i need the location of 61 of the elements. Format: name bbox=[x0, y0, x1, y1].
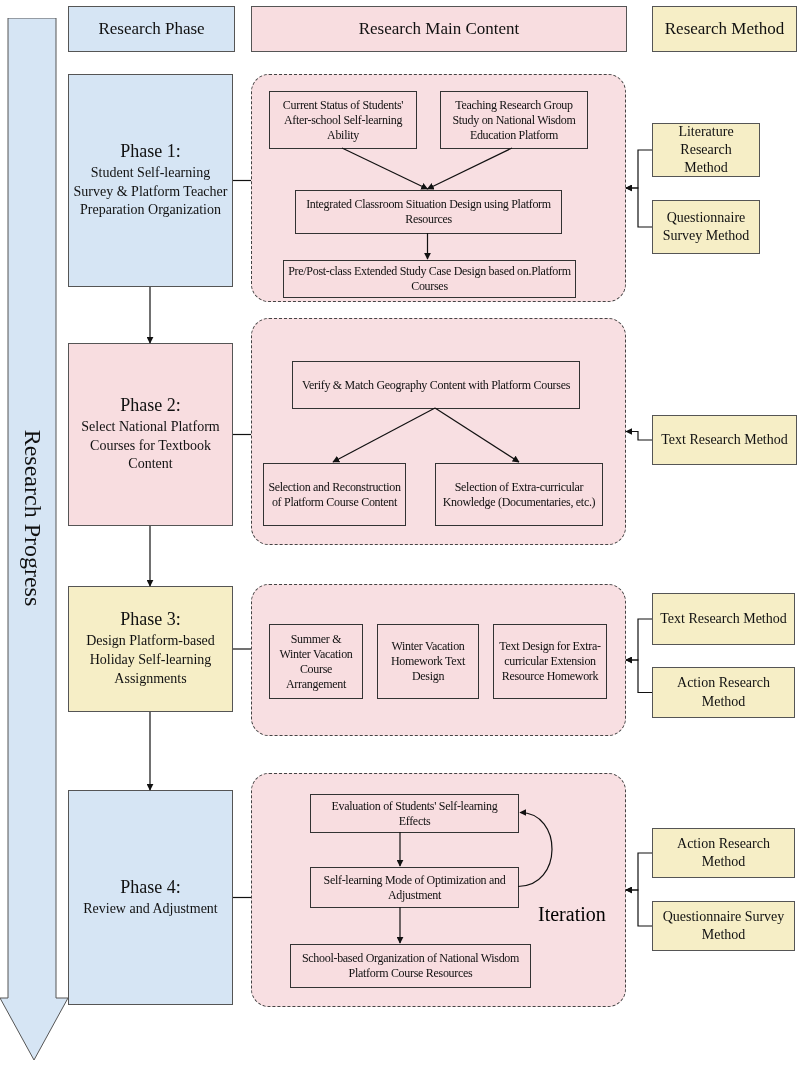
arrow bbox=[424, 232, 431, 260]
arrow bbox=[396, 831, 404, 867]
arrow bbox=[146, 286, 154, 344]
arrow bbox=[434, 407, 520, 463]
process-box: Evaluation of Students' Self-learning Effects bbox=[310, 794, 519, 833]
arrow bbox=[146, 525, 154, 587]
arrow bbox=[341, 147, 429, 190]
connector-line bbox=[232, 433, 252, 436]
phase-description: Review and Adjustment bbox=[83, 899, 218, 918]
method-box: Text Research Method bbox=[652, 415, 797, 465]
column-header: Research Main Content bbox=[251, 6, 627, 52]
method-box: Questionnaire Survey Method bbox=[652, 200, 760, 254]
method-box: Literature Research Method bbox=[652, 123, 760, 177]
connector-line bbox=[232, 179, 252, 182]
method-box: Text Research Method bbox=[652, 593, 795, 645]
arrow bbox=[625, 656, 653, 694]
process-box: Current Status of Students' After-school Self-learning Ability bbox=[269, 91, 417, 149]
content-panel bbox=[251, 74, 626, 302]
column-header: Research Phase bbox=[68, 6, 235, 52]
arrow bbox=[146, 711, 154, 791]
phase-title: Phase 2: bbox=[120, 394, 181, 416]
progress-arrow bbox=[0, 18, 68, 1060]
phase-description: Student Self-learning Survey & Platform Teacher Preparation Organization bbox=[73, 163, 228, 220]
phase-box bbox=[68, 586, 233, 712]
column-header: Research Method bbox=[652, 6, 797, 52]
phase-box bbox=[68, 74, 233, 287]
process-box: Winter Vacation Homework Text Design bbox=[377, 624, 479, 699]
process-box: Teaching Research Group Study on National Wisdom Education Platform bbox=[440, 91, 588, 149]
arrow bbox=[332, 407, 436, 463]
process-box: Text Design for Extra-curricular Extension Resource Homework bbox=[493, 624, 607, 699]
arrow bbox=[625, 184, 653, 228]
connector-line bbox=[232, 648, 252, 650]
arrow bbox=[625, 428, 653, 441]
phase-title: Phase 1: bbox=[120, 140, 181, 162]
phase-box bbox=[68, 790, 233, 1005]
method-box: Action Research Method bbox=[652, 828, 795, 878]
process-box: Selection of Extra-curricular Knowledge (Documentaries, etc.) bbox=[435, 463, 603, 526]
phase-description: Design Platform-based Holiday Self-learning Assignments bbox=[85, 632, 216, 688]
process-box: Summer & Winter Vacation Course Arrangement bbox=[269, 624, 363, 699]
arrow bbox=[396, 906, 404, 944]
phase-title: Phase 3: bbox=[120, 609, 181, 631]
process-box: Selection and Reconstruction of Platform Course Content bbox=[263, 463, 406, 526]
process-box: Verify & Match Geography Content with Platform Courses bbox=[292, 361, 580, 409]
arrow bbox=[625, 886, 653, 927]
arrow bbox=[426, 147, 513, 190]
content-panel bbox=[251, 773, 626, 1007]
process-box: Pre/Post-class Extended Study Case Design based on.Platform Courses bbox=[283, 260, 576, 298]
connector-line bbox=[232, 896, 252, 899]
phase-description: Select National Platform Courses for Textbook Content bbox=[80, 417, 221, 474]
iteration-label: Iteration bbox=[538, 903, 606, 926]
content-panel bbox=[251, 584, 626, 736]
method-box: Questionnaire Survey Method bbox=[652, 901, 795, 951]
content-panel bbox=[251, 318, 626, 545]
phase-box bbox=[68, 343, 233, 526]
axis-title: Research Progress bbox=[18, 429, 46, 607]
arrow bbox=[517, 809, 553, 888]
phase-title: Phase 4: bbox=[120, 876, 181, 898]
process-box: Self-learning Mode of Optimization and Adjustment bbox=[310, 867, 519, 908]
process-box: Integrated Classroom Situation Design using Platform Resources bbox=[295, 190, 562, 234]
process-box: School-based Organization of National Wisdom Platform Course Resources bbox=[290, 944, 531, 988]
method-box: Action Research Method bbox=[652, 667, 795, 718]
